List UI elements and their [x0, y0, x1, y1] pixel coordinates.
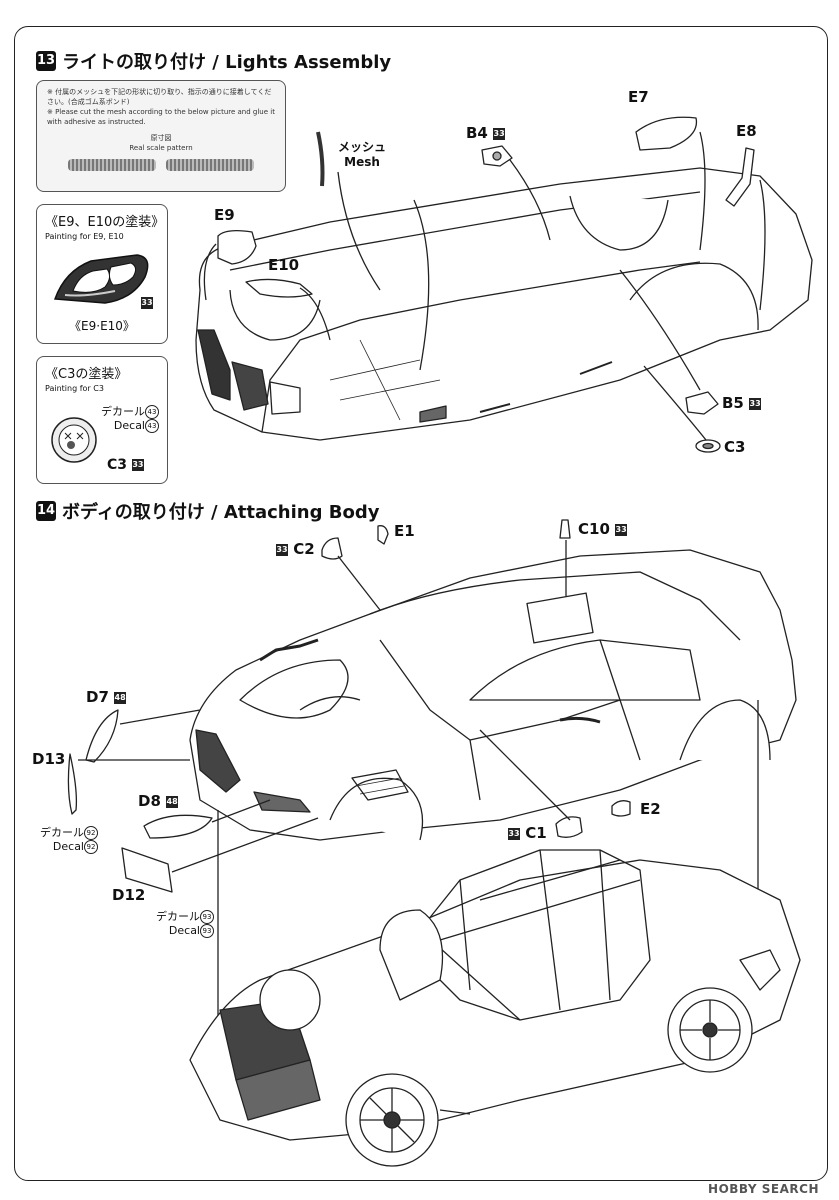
part-d12-label: D12	[112, 886, 146, 904]
paint-e9-code: 33	[141, 297, 153, 309]
part-c10-label: C10	[578, 520, 610, 538]
c3-paint-code: 33	[131, 459, 144, 471]
c3-disc-icon	[51, 417, 97, 463]
part-d8-label: D8	[138, 792, 161, 810]
d13-decal-num-jp: 92	[84, 826, 98, 840]
mesh-strip-right	[166, 159, 254, 171]
mesh-label-en: Mesh	[344, 155, 380, 169]
c3-paint-label: C3	[107, 457, 128, 473]
part-d7-label: D7	[86, 688, 109, 706]
part-c2-label: C2	[293, 540, 315, 558]
headlight-painting-icon	[53, 254, 149, 304]
mesh-note-jp: ※ 付属のメッシュを下記の形状に切り取り、指示の通りに接着してください。(合成ゴ…	[47, 88, 272, 106]
part-c1-label: C1	[525, 824, 547, 842]
paint-c3-sub: Painting for C3	[45, 384, 104, 393]
d12-decal-jp: デカール	[156, 910, 200, 923]
mesh-note-en: ※ Please cut the mesh according to the b…	[47, 108, 275, 126]
scale-title-en: Real scale pattern	[129, 144, 193, 152]
step14-number: 14	[36, 501, 56, 521]
step14-header: 14 ボディの取り付け / Attaching Body	[36, 498, 379, 524]
step14-title: ボディの取り付け / Attaching Body	[62, 502, 380, 523]
step13-front-end-illustration	[195, 116, 813, 453]
paint-box-e9-e10: 《E9、E10の塗装》 Painting for E9, E10 33 《E9·…	[36, 204, 168, 344]
part-d7-code: 48	[114, 691, 127, 704]
part-e1-label: E1	[394, 522, 415, 540]
c3-decal-en: Decal	[113, 419, 145, 432]
part-e7-label: E7	[628, 88, 649, 106]
page-frame	[14, 26, 828, 1181]
part-b4-code: 33	[493, 127, 506, 140]
scale-title-jp: 原寸図	[150, 134, 172, 142]
part-c2-code: 33	[276, 543, 288, 556]
d12-decal-num-jp: 93	[200, 910, 214, 924]
paint-e9-sub: Painting for E9, E10	[45, 232, 124, 241]
step13-header: 13 ライトの取り付け / Lights Assembly	[36, 48, 391, 74]
mesh-strip-left	[68, 159, 156, 171]
part-b5-code: 33	[749, 397, 762, 410]
mesh-note-box: ※ 付属のメッシュを下記の形状に切り取り、指示の通りに接着してください。(合成ゴ…	[36, 80, 286, 192]
hobby-search-watermark: HOBBY SEARCH	[708, 1182, 819, 1196]
part-e2-label: E2	[640, 800, 661, 818]
part-c3-label: C3	[724, 438, 746, 456]
d12-decal-en: Decal	[168, 924, 200, 937]
d13-decal-num-en: 92	[84, 840, 98, 854]
mesh-label-jp: メッシュ	[338, 140, 387, 154]
part-b5-label: B5	[722, 394, 744, 412]
part-d8-code: 48	[166, 795, 179, 808]
part-c10-code: 33	[615, 523, 628, 536]
part-c1-code: 33	[508, 827, 520, 840]
d13-decal-en: Decal	[52, 840, 84, 853]
part-b4-label: B4	[466, 124, 488, 142]
mesh-pattern	[47, 159, 275, 171]
part-e8-label: E8	[736, 122, 757, 140]
d13-decal-jp: デカール	[40, 826, 84, 839]
paint-e9-caption: 《E9·E10》	[69, 319, 135, 333]
paint-e9-title: 《E9、E10の塗装》	[45, 215, 165, 230]
part-d13-label: D13	[32, 750, 66, 768]
c3-decal-jp: デカール	[101, 405, 145, 418]
part-e9-label: E9	[214, 206, 235, 224]
step13-title: ライトの取り付け / Lights Assembly	[62, 52, 392, 73]
paint-c3-title: 《C3の塗装》	[45, 367, 128, 382]
step13-number: 13	[36, 51, 56, 71]
c3-decal-num-en: 43	[145, 419, 159, 433]
d12-decal-num-en: 93	[200, 924, 214, 938]
part-e10-label: E10	[268, 256, 300, 274]
